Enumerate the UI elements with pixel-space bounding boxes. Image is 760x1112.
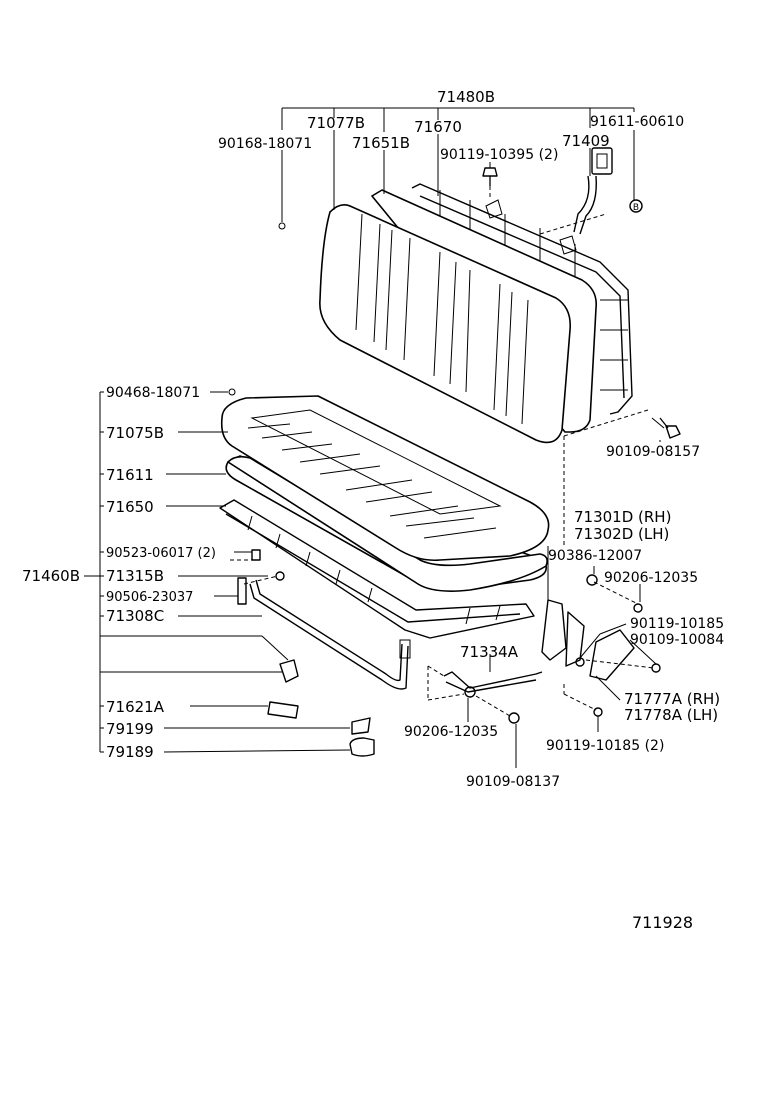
- label-71651B: 71651B: [352, 134, 410, 152]
- label-71308C: 71308C: [106, 607, 164, 625]
- label-90109-08137: 90109-08137: [466, 774, 560, 790]
- svg-text:B: B: [633, 203, 639, 213]
- seat-belt-bracket-71409: [573, 147, 613, 235]
- label-71777A: 71777A (RH): [624, 690, 720, 708]
- seat-back-cover: [319, 204, 572, 444]
- leader-lines: [99, 107, 665, 768]
- label-90119-10185: 90119-10185: [630, 616, 724, 632]
- label-90506-23037: 90506-23037: [106, 590, 193, 605]
- seat-cushion-cover: [220, 395, 550, 562]
- small-parts-left: [237, 549, 375, 757]
- seat-cushion-frame: [219, 499, 535, 639]
- label-79199: 79199: [106, 720, 154, 738]
- bolt-90109-08157: [659, 417, 681, 439]
- label-90523-06017: 90523-06017 (2): [106, 546, 216, 561]
- label-90119-10185-2: 90119-10185 (2): [546, 738, 664, 754]
- label-71302D: 71302D (LH): [574, 525, 669, 543]
- label-90109-10084: 90109-10084: [630, 632, 724, 648]
- marker-b-circle: [629, 199, 643, 213]
- diagram-id: 711928: [632, 913, 693, 932]
- label-71778A: 71778A (LH): [624, 706, 718, 724]
- seat-back-frame: [411, 183, 633, 415]
- bolt-90119-10395: [482, 167, 498, 186]
- leader-end-circle: [278, 222, 286, 230]
- label-90386-12007: 90386-12007: [548, 548, 642, 564]
- label-90206-12035-right: 90206-12035: [604, 570, 698, 586]
- label-90119-10395: 90119-10395 (2): [440, 147, 558, 163]
- label-71334A: 71334A: [460, 643, 519, 661]
- label-71077B: 71077B: [307, 114, 365, 132]
- label-71611: 71611: [106, 466, 154, 484]
- label-90468-18071: 90468-18071: [106, 385, 200, 401]
- label-71460B: 71460B: [22, 567, 80, 585]
- leader-end-circle: [228, 388, 236, 396]
- seat-lock-rod: [249, 579, 411, 690]
- part-labels: 71480B 71077B 71670 91611-60610 90168-18…: [22, 88, 724, 932]
- label-71480B: 71480B: [437, 88, 495, 106]
- label-71621A: 71621A: [106, 698, 165, 716]
- seat-control-cable-71334A: [443, 671, 543, 724]
- label-71670: 71670: [414, 118, 462, 136]
- label-90109-08157: 90109-08157: [606, 444, 700, 460]
- label-71315B: 71315B: [106, 567, 164, 585]
- label-79189: 79189: [106, 743, 154, 761]
- label-91611-60610: 91611-60610: [590, 114, 684, 130]
- label-71409: 71409: [562, 132, 610, 150]
- label-71075B: 71075B: [106, 424, 164, 442]
- label-90206-12035-bottom: 90206-12035: [404, 724, 498, 740]
- label-71301D: 71301D (RH): [574, 508, 671, 526]
- label-71650: 71650: [106, 498, 154, 516]
- label-90168-18071: 90168-18071: [218, 136, 312, 152]
